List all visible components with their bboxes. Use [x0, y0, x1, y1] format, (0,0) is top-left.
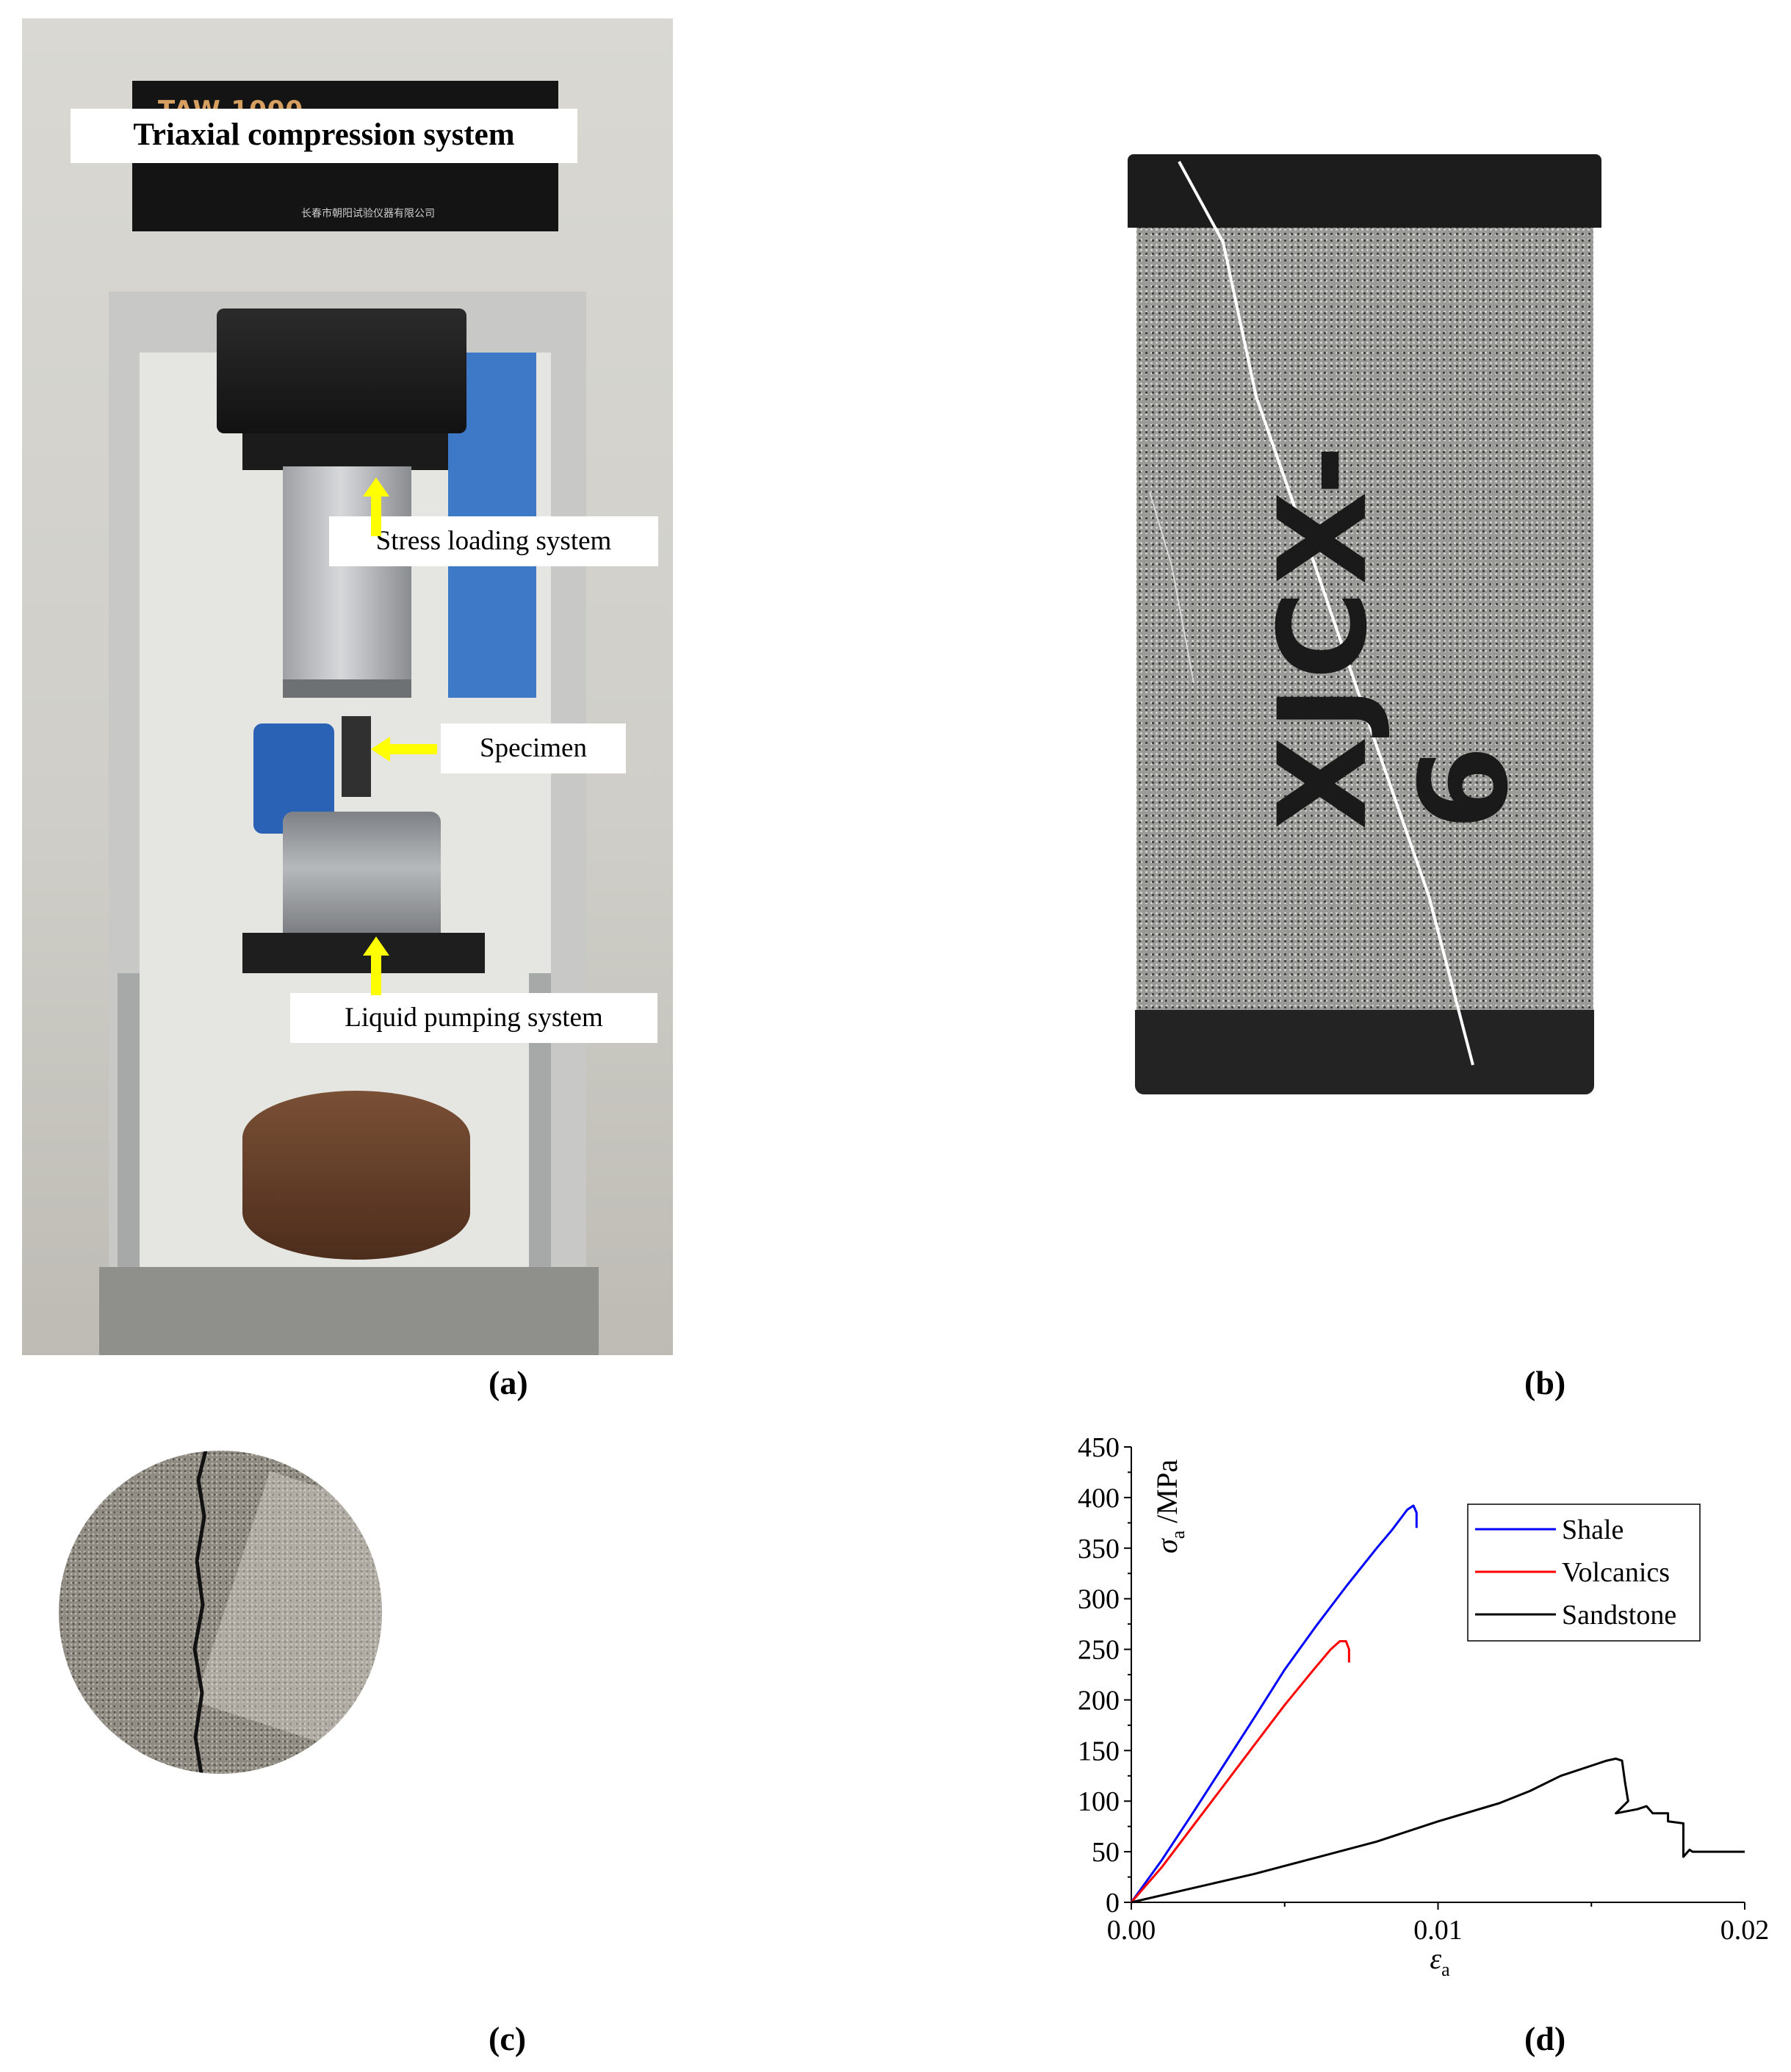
loading-head [217, 308, 466, 433]
y-tick-label: 450 [1078, 1432, 1120, 1463]
panel-label-d: (d) [1524, 2020, 1566, 2057]
specimen-marking: XJCX-6 [1253, 439, 1535, 830]
specimen-holder [342, 716, 371, 797]
specimen-bottom-cap [1135, 1010, 1594, 1094]
panel-label-c: (c) [489, 2020, 527, 2057]
specimen-fracture [1149, 161, 1474, 1066]
loading-piston-end [283, 679, 411, 698]
series-line-sandstone [1131, 1757, 1745, 1904]
disc-crack [192, 1451, 208, 1774]
chart-series [1130, 1504, 1745, 1904]
base-plate [242, 1091, 470, 1260]
specimen-body [1136, 224, 1593, 1017]
specimen-photo: XJCX-6 [1128, 154, 1601, 1094]
y-tick-label: 150 [1078, 1736, 1120, 1766]
broken-disc-photo [59, 1451, 382, 1774]
x-tick-label: 0.00 [1107, 1915, 1156, 1946]
x-axis-label: εa [1430, 1942, 1450, 1980]
chart-axes: 0 50 100 150 200 250 300 350 400 450 0.00 0.01 0.02 [1078, 1432, 1769, 1946]
liquid-pumping-arrow-icon [363, 936, 389, 995]
panel-label-a: (a) [489, 1364, 528, 1401]
specimen-top-cap [1128, 154, 1601, 228]
left-rail [118, 973, 140, 1282]
panel-label-b: (b) [1524, 1364, 1566, 1401]
cell-table [242, 933, 485, 973]
y-tick-label: 400 [1078, 1483, 1120, 1514]
x-tick-label: 0.01 [1413, 1915, 1463, 1946]
y-tick-label: 0 [1106, 1888, 1120, 1918]
x-tick-label: 0.02 [1720, 1915, 1770, 1946]
specimen-arrow-icon [371, 737, 437, 762]
y-tick-label: 100 [1078, 1786, 1120, 1817]
y-tick-label: 50 [1092, 1837, 1120, 1868]
y-axis-label: σa /MPa [1150, 1459, 1189, 1553]
legend-label-shale: Shale [1562, 1515, 1624, 1545]
stress-loading-arrow-icon [363, 477, 389, 536]
series-line-shale [1130, 1504, 1418, 1903]
nameplate-company: 长春市朝阳试验仪器有限公司 [301, 208, 435, 220]
series-line-volcanics [1130, 1640, 1350, 1903]
machine-floor [99, 1267, 599, 1355]
loading-head-bolts [242, 433, 448, 470]
legend-label-volcanics: Volcanics [1562, 1557, 1670, 1588]
y-tick-label: 250 [1078, 1635, 1120, 1666]
testing-machine-photo: TAW-1000 长春市朝阳试验仪器有限公司 [22, 18, 673, 1355]
y-tick-label: 300 [1078, 1584, 1120, 1615]
stress-loading-callout: Stress loading system [329, 516, 658, 566]
y-tick-label: 200 [1078, 1685, 1120, 1716]
specimen-callout: Specimen [441, 723, 626, 773]
legend-label-sandstone: Sandstone [1562, 1600, 1676, 1631]
y-tick-label: 350 [1078, 1534, 1120, 1564]
loading-piston [283, 466, 411, 687]
pressure-cell [283, 812, 441, 951]
title-callout: Triaxial compression system [71, 109, 577, 163]
liquid-pumping-callout: Liquid pumping system [290, 993, 657, 1043]
